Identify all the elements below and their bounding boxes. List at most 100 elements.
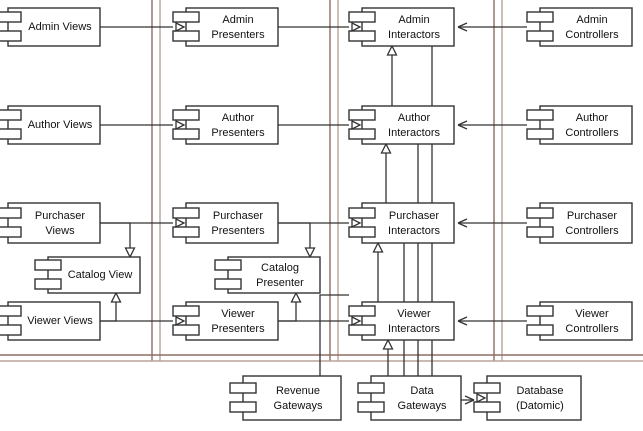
component-label-viewer-views: Viewer Views — [27, 315, 93, 327]
component-socket-arrow-database — [476, 392, 487, 404]
component-tab-lower-purchaser-views — [0, 226, 22, 238]
component-body-author-interactors[interactable] — [361, 105, 455, 145]
component-tab-upper-data-gateways — [357, 382, 385, 394]
component-body-database[interactable] — [486, 375, 582, 421]
arrow-controllers-to-interactors-0 — [457, 22, 468, 32]
component-body-author-presenters[interactable] — [185, 105, 279, 145]
component-tab-upper-purchaser-presenters — [172, 207, 200, 219]
component-body-admin-interactors[interactable] — [361, 7, 455, 47]
component-body-revenue-gateways[interactable] — [242, 375, 342, 421]
component-tab-lower-admin-presenters — [172, 30, 200, 42]
component-body-viewer-controllers[interactable] — [539, 301, 633, 341]
component-tab-lower-author-presenters — [172, 128, 200, 140]
component-label-author-presenters: Author — [222, 112, 255, 124]
component-label2-author-interactors: Interactors — [388, 127, 440, 139]
component-tab-upper-author-views — [0, 109, 22, 121]
arrow-purchaser-views-to-catalog-view — [124, 247, 136, 259]
arrow-data-gateways-to-database — [464, 395, 475, 405]
component-tab-lower-viewer-interactors — [348, 324, 376, 336]
component-label2-data-gateways: Gateways — [398, 400, 447, 412]
component-label2-purchaser-views: Views — [45, 225, 75, 237]
component-label-purchaser-interactors: Purchaser — [389, 210, 439, 222]
component-label-viewer-controllers: Viewer — [575, 308, 609, 320]
component-tab-lower-catalog-presenter — [214, 278, 242, 290]
component-tab-upper-admin-interactors — [348, 11, 376, 23]
component-database[interactable]: Database(Datomic) — [473, 375, 582, 421]
component-tab-upper-purchaser-interactors — [348, 207, 376, 219]
arrow-author-to-admin-interactors — [386, 44, 398, 56]
component-body-admin-controllers[interactable] — [539, 7, 633, 47]
arrow-data-gateways-to-viewer-interactors — [382, 338, 394, 350]
component-label2-purchaser-interactors: Interactors — [388, 225, 440, 237]
component-label-purchaser-views: Purchaser — [35, 210, 85, 222]
component-tab-lower-purchaser-interactors — [348, 226, 376, 238]
component-tab-upper-admin-views — [0, 11, 22, 23]
component-label-catalog-view: Catalog View — [68, 269, 133, 281]
arrow-controllers-to-interactors-2 — [457, 218, 468, 228]
component-tab-upper-admin-presenters — [172, 11, 200, 23]
component-socket-arrow-purchaser-presenters — [175, 217, 186, 229]
component-tab-upper-revenue-gateways — [229, 382, 257, 394]
component-tab-upper-purchaser-views — [0, 207, 22, 219]
component-body-data-gateways[interactable] — [370, 375, 462, 421]
component-tab-lower-author-interactors — [348, 128, 376, 140]
component-admin-views[interactable]: Admin Views — [0, 7, 101, 47]
component-tab-upper-author-interactors — [348, 109, 376, 121]
component-socket-arrow-viewer-presenters — [175, 315, 186, 327]
component-author-views[interactable]: Author Views — [0, 105, 101, 145]
component-socket-arrow-viewer-interactors — [351, 315, 362, 327]
component-tab-upper-catalog-presenter — [214, 259, 242, 271]
component-label-author-views: Author Views — [28, 119, 93, 131]
component-body-admin-presenters[interactable] — [185, 7, 279, 47]
component-label-purchaser-presenters: Purchaser — [213, 210, 263, 222]
component-viewer-views[interactable]: Viewer Views — [0, 301, 101, 341]
component-label-revenue-gateways: Revenue — [276, 385, 320, 397]
component-label-author-controllers: Author — [576, 112, 609, 124]
component-body-viewer-views[interactable] — [7, 301, 101, 341]
component-body-viewer-presenters[interactable] — [185, 301, 279, 341]
component-body-author-views[interactable] — [7, 105, 101, 145]
edge-purchaser-presenters-to-catalog-presenter — [278, 222, 311, 256]
arrow-viewer-presenters-to-catalog-presenter — [290, 291, 302, 303]
edge-purchaser-views-to-catalog-view — [100, 222, 131, 256]
component-label-admin-views: Admin Views — [28, 21, 92, 33]
relationship-edges — [100, 22, 527, 405]
component-body-author-controllers[interactable] — [539, 105, 633, 145]
component-body-catalog-view[interactable] — [47, 256, 141, 294]
component-body-purchaser-controllers[interactable] — [539, 202, 633, 244]
component-boxes: Admin ViewsAdminPresentersAdminInteracto… — [0, 7, 633, 421]
component-body-admin-views[interactable] — [7, 7, 101, 47]
component-body-purchaser-presenters[interactable] — [185, 202, 279, 244]
component-catalog-view[interactable]: Catalog View — [34, 256, 141, 294]
component-tab-upper-database — [473, 382, 501, 394]
component-body-catalog-presenter[interactable] — [227, 256, 321, 294]
component-body-purchaser-interactors[interactable] — [361, 202, 455, 244]
component-body-viewer-interactors[interactable] — [361, 301, 455, 341]
component-label2-purchaser-controllers: Controllers — [565, 225, 619, 237]
component-tab-lower-author-controllers — [526, 128, 554, 140]
component-label-admin-presenters: Admin — [222, 14, 253, 26]
component-tab-upper-viewer-presenters — [172, 305, 200, 317]
component-body-purchaser-views[interactable] — [7, 202, 101, 244]
component-socket-arrow-admin-interactors — [351, 21, 362, 33]
component-socket-arrow-purchaser-interactors — [351, 217, 362, 229]
component-tab-upper-admin-controllers — [526, 11, 554, 23]
component-label-viewer-interactors: Viewer — [397, 308, 431, 320]
